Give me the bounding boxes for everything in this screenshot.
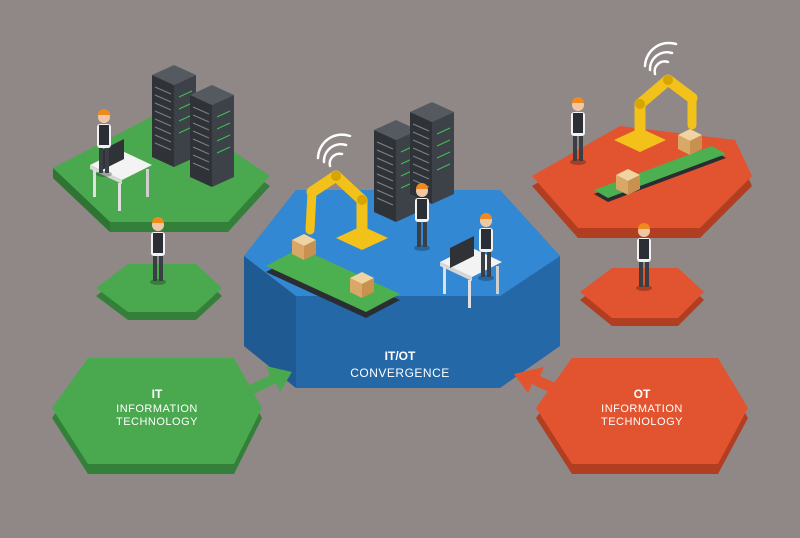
robot-arm-icon [305, 170, 388, 250]
conveyor-belt-center [266, 248, 400, 318]
it-small-platform [96, 264, 222, 320]
ot-abbr-label: OT [634, 387, 651, 401]
arrow-icon [236, 366, 292, 400]
it-abbr-label: IT [152, 387, 163, 401]
it-platform [53, 108, 270, 232]
it-label-platform [52, 358, 262, 474]
it-line1-label: INFORMATION [116, 403, 198, 415]
wifi-icon [643, 41, 678, 76]
ot-line1-label: INFORMATION [601, 403, 683, 415]
robot-arm-icon [614, 74, 698, 152]
it-line2-label: TECHNOLOGY [116, 416, 198, 428]
ot-label-platform [536, 358, 748, 474]
arrow-icon [514, 367, 574, 400]
ot-small-platform [580, 268, 704, 326]
conv-word-label: CONVERGENCE [350, 366, 450, 380]
ot-line2-label: TECHNOLOGY [601, 416, 683, 428]
wifi-icon [316, 133, 352, 168]
conv-abbr-label: IT/OT [385, 349, 416, 363]
